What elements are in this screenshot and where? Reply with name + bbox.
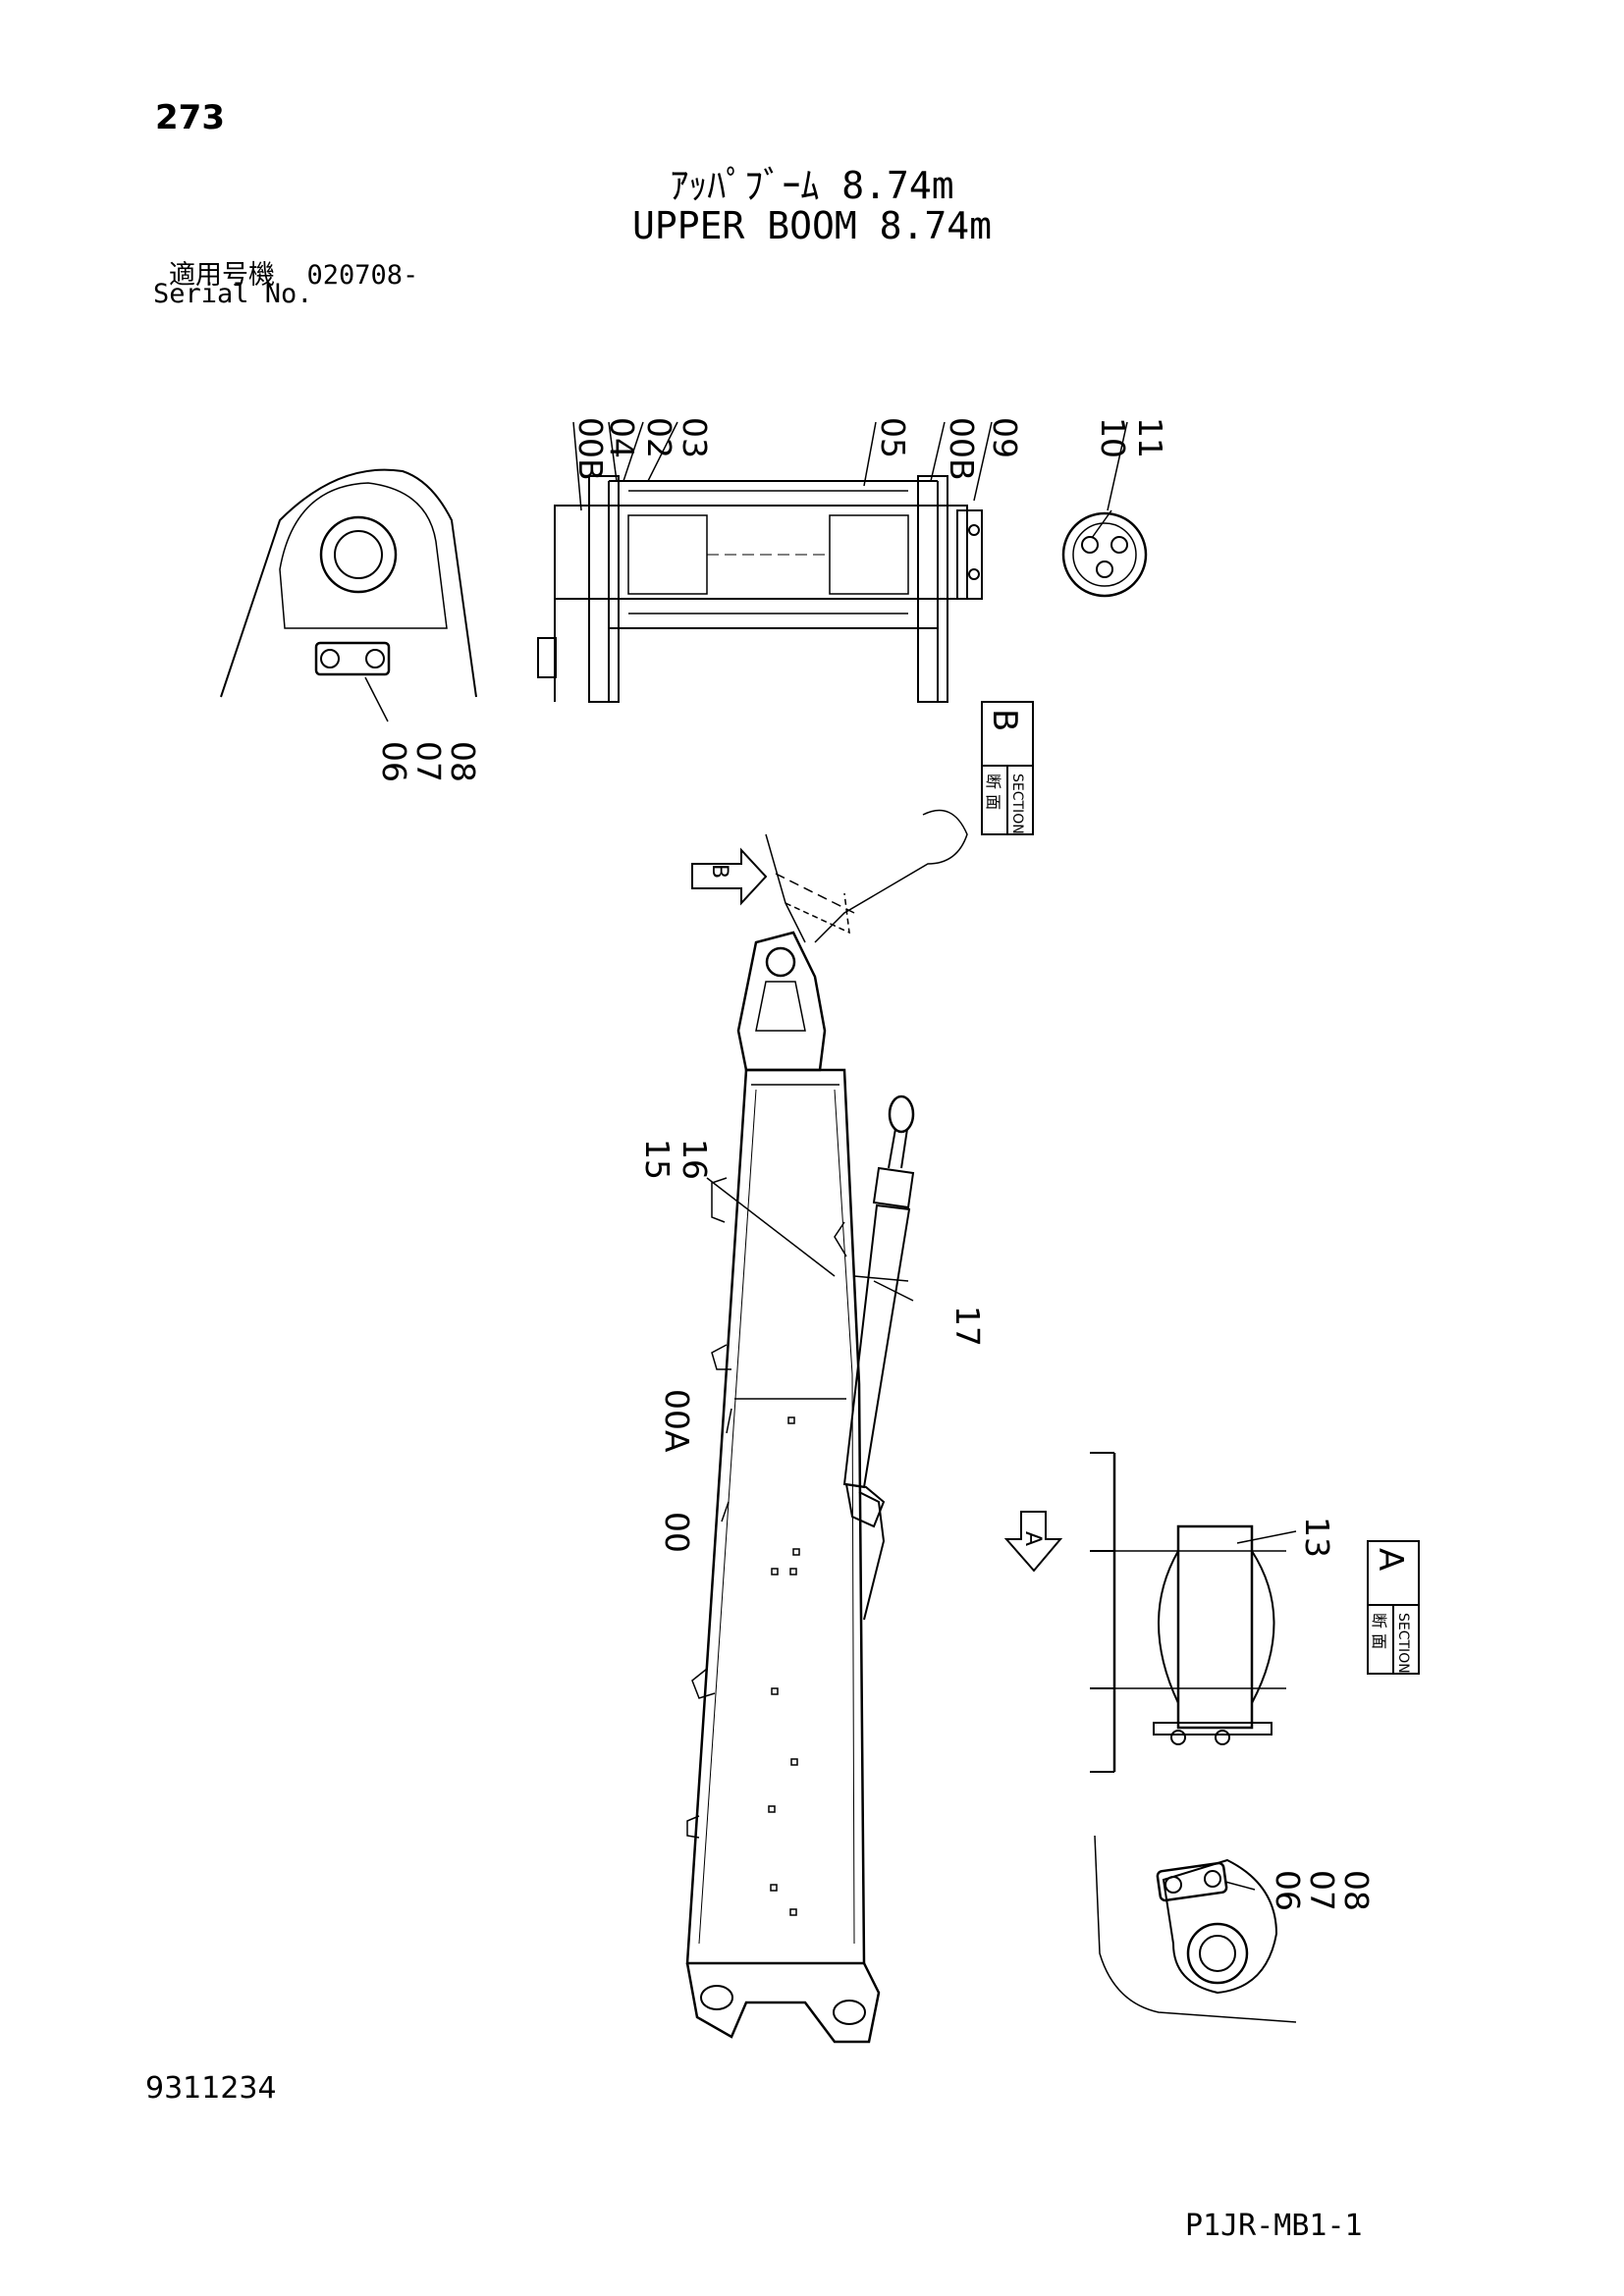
callout-00b-top-right: 00B [943, 417, 981, 481]
callout-06-bottom: 06 [1269, 1870, 1307, 1911]
callout-00a: 00A [658, 1389, 696, 1453]
serial-label-en: Serial No. [153, 279, 313, 309]
document-number: 9311234 [145, 2071, 277, 2106]
detail-pin-lock-top-left [220, 468, 477, 722]
callout-00b-top-left: 00B [571, 417, 610, 481]
section-a-letter: A [1371, 1548, 1410, 1571]
section-b-en: SECTION [1009, 774, 1025, 834]
title-japanese: ｱｯﾊﾟﾌﾞｰﾑ 8.74m [670, 164, 954, 207]
section-a-label [1367, 1540, 1420, 1675]
view-arrow-a-letter: A [1020, 1531, 1045, 1546]
main-boom [685, 809, 968, 2044]
serial-line: 適用号機 020708- [169, 253, 418, 292]
detail-section-a [1090, 1452, 1297, 1773]
view-arrow-b [691, 847, 768, 906]
callout-17: 17 [948, 1306, 987, 1347]
callout-09: 09 [986, 417, 1024, 458]
page-number: 273 [155, 98, 225, 137]
detail-section-b [537, 475, 983, 703]
section-a-jp: 断 面 [1370, 1613, 1388, 1649]
view-arrow-a [1003, 1511, 1063, 1573]
serial-value: 020708- [306, 260, 419, 291]
detail-pin-lock-bottom-right [1094, 1835, 1297, 2023]
page-reference: P1JR-MB1-1 [1185, 2209, 1363, 2243]
callout-16: 16 [676, 1139, 714, 1180]
callout-02: 02 [640, 417, 678, 458]
leader-lines [572, 421, 1128, 1522]
title-english: UPPER BOOM 8.74m [631, 204, 993, 247]
callout-06-top: 06 [375, 741, 413, 782]
callout-05: 05 [874, 417, 912, 458]
callout-10: 10 [1094, 417, 1132, 458]
detail-pin-end-view [1061, 509, 1148, 598]
callout-07-bottom: 07 [1303, 1870, 1341, 1911]
callout-08-bottom: 08 [1337, 1870, 1376, 1911]
callout-08-top: 08 [444, 741, 482, 782]
callout-15: 15 [638, 1139, 677, 1180]
section-b-label [981, 701, 1034, 835]
section-a-en: SECTION [1395, 1613, 1411, 1674]
callout-labels: 00B 04 02 03 05 00B 09 10 11 06 07 08 15… [375, 417, 1411, 1911]
hydraulic-cylinder [842, 1095, 915, 1528]
callout-07-top: 07 [409, 741, 448, 782]
callout-04: 04 [603, 417, 641, 458]
view-arrow-b-letter: B [707, 864, 731, 879]
callout-00: 00 [658, 1512, 696, 1553]
callout-11: 11 [1131, 417, 1169, 458]
section-b-letter: B [985, 709, 1024, 731]
callout-13: 13 [1298, 1517, 1336, 1558]
section-b-jp: 断 面 [984, 774, 1002, 810]
serial-label-jp: 適用号機 [169, 260, 275, 291]
callout-03: 03 [676, 417, 714, 458]
